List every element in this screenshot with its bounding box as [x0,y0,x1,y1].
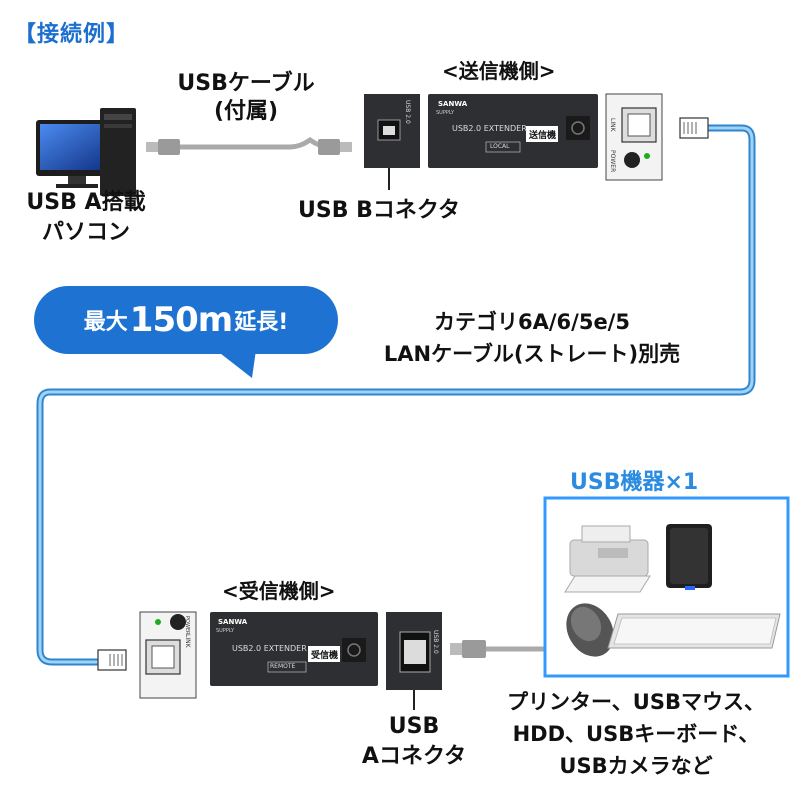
usb-cable-label-line2: (付属) [213,99,279,124]
bubble-pre: 最大 [83,310,128,335]
pc-illustration [36,108,136,196]
bubble-distance: 150m [129,300,233,340]
devices-title: USB機器×1 [570,470,699,495]
sender-usb-b-block [364,94,420,190]
lan-cable-label: カテゴリ6A/6/5e/5 LANケーブル(ストレート)別売 [362,306,702,370]
mouse-illustration [566,603,614,657]
usb-a-connector-label: USB Aコネクタ [344,712,484,772]
lan-plug-sender [679,117,709,139]
receiver-tag: 受信機 [311,651,339,661]
receiver-badge: REMOTE [270,663,296,670]
usb-cable-label-line1: USBケーブル [177,71,315,96]
pc-label-line2: パソコン [41,220,130,245]
devices-description: プリンター、USBマウス、 HDD、USBキーボード、 USBカメラなど [486,686,786,782]
pc-label: USB A搭載 パソコン [6,188,166,248]
usb-b-connector-label: USB Bコネクタ [298,198,461,223]
bubble-text: 最大 150m 延長! [36,292,336,348]
sender-port-power: POWER [609,150,616,173]
receiver-brand-sub: SUPPLY [216,628,235,634]
devices-desc-line3: USBカメラなど [559,754,713,778]
devices-box [543,496,790,678]
sender-brand: SANWA [438,100,468,108]
usb-cable-receiver [450,640,545,658]
receiver-port-usb2: USB 2.0 [432,630,439,654]
sender-main-body [428,94,598,168]
keyboard-illustration [607,613,781,649]
pc-label-line1: USB A搭載 [26,190,146,215]
sender-model: USB2.0 EXTENDER [452,124,527,133]
lan-plug-receiver [97,649,127,671]
sender-side-label: <送信機側> [442,59,556,83]
receiver-main-body [210,612,378,686]
receiver-lan-block [139,611,197,699]
devices-desc-line1: プリンター、USBマウス、 [507,690,765,714]
hdd-illustration [666,524,712,590]
receiver-port-power: POWER [184,616,190,635]
page-title: 【接続例】 [14,22,130,47]
usb-cable-label: USBケーブル (付属) [156,70,336,126]
receiver-side-label: <受信機側> [222,579,336,603]
receiver-model: USB2.0 EXTENDER [232,644,307,653]
sender-port-link: LINK [609,118,616,132]
lan-cable-label-line2: LANケーブル(ストレート)別売 [383,342,681,366]
receiver-port-link: LINK [184,634,191,648]
extension-bubble [34,286,338,378]
sender-port-usb2: USB 2.0 [404,100,411,124]
receiver-brand: SANWA [218,618,248,626]
sender-lan-block [605,93,663,181]
usb-a-label-line2: Aコネクタ [361,744,467,769]
sender-brand-sub: SUPPLY [436,110,455,116]
bubble-post: 延長! [234,310,289,335]
sender-tag: 送信機 [529,131,557,141]
devices-desc-line2: HDD、USBキーボード、 [512,722,760,746]
sender-badge: LOCAL [490,143,510,150]
lan-cable-label-line1: カテゴリ6A/6/5e/5 [434,310,630,334]
receiver-usb-a-block [386,612,442,710]
usb-a-label-line1: USB [388,714,440,739]
printer-illustration [564,525,651,593]
usb-cable-sender [146,136,352,155]
